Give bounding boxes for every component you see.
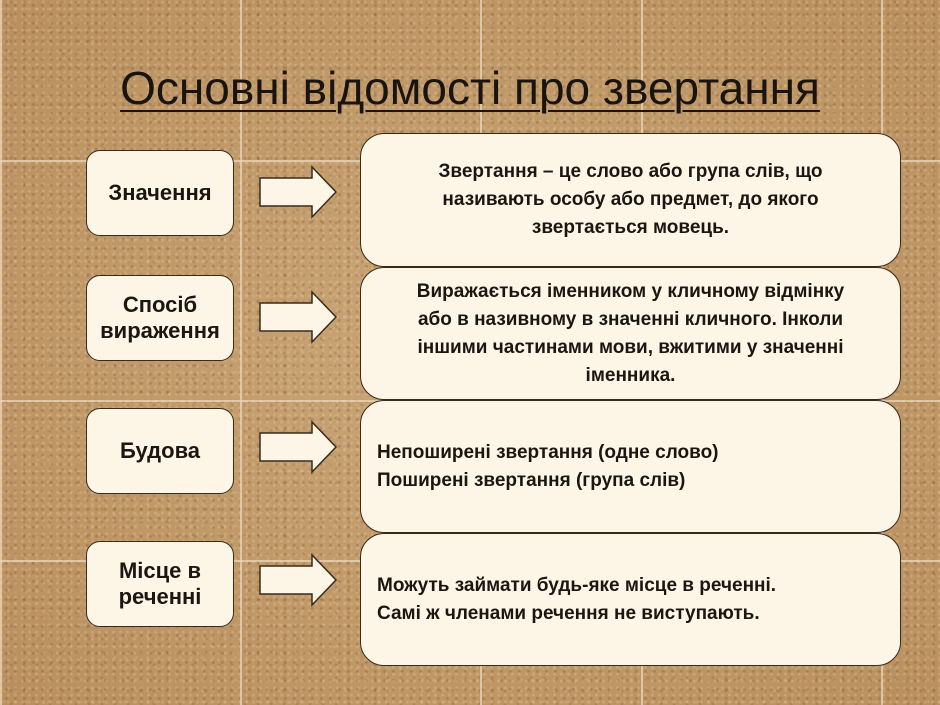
label-box-expression: Спосіб вираження xyxy=(86,275,234,361)
content-line: Можуть займати будь-яке місце в реченні. xyxy=(377,574,777,596)
content-box-meaning: Звертання – це слово або група слів, що … xyxy=(360,133,901,267)
slide-title: Основні відомості про звертання xyxy=(0,58,940,118)
tile-seam xyxy=(0,0,2,705)
content-line: Самі ж членами речення не виступають. xyxy=(377,602,760,624)
arrow-right-icon xyxy=(259,165,338,219)
label-box-structure: Будова xyxy=(86,408,234,494)
arrow-right-icon xyxy=(259,420,338,474)
content-line: Виражається іменником у кличному відмінк… xyxy=(416,280,845,302)
content-line: Поширені звертання (група слів) xyxy=(377,469,686,491)
content-box-expression: Виражається іменником у кличному відмінк… xyxy=(360,267,901,400)
label-box-meaning: Значення xyxy=(86,150,234,236)
label-box-position: Місце в реченні xyxy=(86,541,234,627)
content-box-structure: Непоширені звертання (одне слово) Пошире… xyxy=(360,400,901,533)
label-text: Будова xyxy=(119,438,201,463)
arrow-right-icon xyxy=(259,553,338,607)
content-line: іменника. xyxy=(585,364,676,386)
label-text: Місце в xyxy=(118,558,202,583)
content-line: називають особу або предмет, до якого xyxy=(442,189,819,210)
content-line: Непоширені звертання (одне слово) xyxy=(377,441,719,463)
label-text: реченні xyxy=(118,584,202,609)
content-line: звертається мовець. xyxy=(531,217,730,238)
label-text: вираження xyxy=(100,318,220,343)
slide-title-text: Основні відомості про звертання xyxy=(120,62,820,114)
content-line: або в називному в значенні кличного. Інк… xyxy=(417,308,844,330)
content-line: Звертання – це слово або група слів, що xyxy=(438,161,823,182)
label-text: Значення xyxy=(108,180,212,205)
content-line: іншими частинами мови, вжитими у значенн… xyxy=(417,336,844,358)
arrow-right-icon xyxy=(259,290,338,344)
content-box-position: Можуть займати будь-яке місце в реченні.… xyxy=(360,533,901,666)
label-text: Спосіб xyxy=(122,292,198,317)
tile-seam xyxy=(240,0,242,705)
